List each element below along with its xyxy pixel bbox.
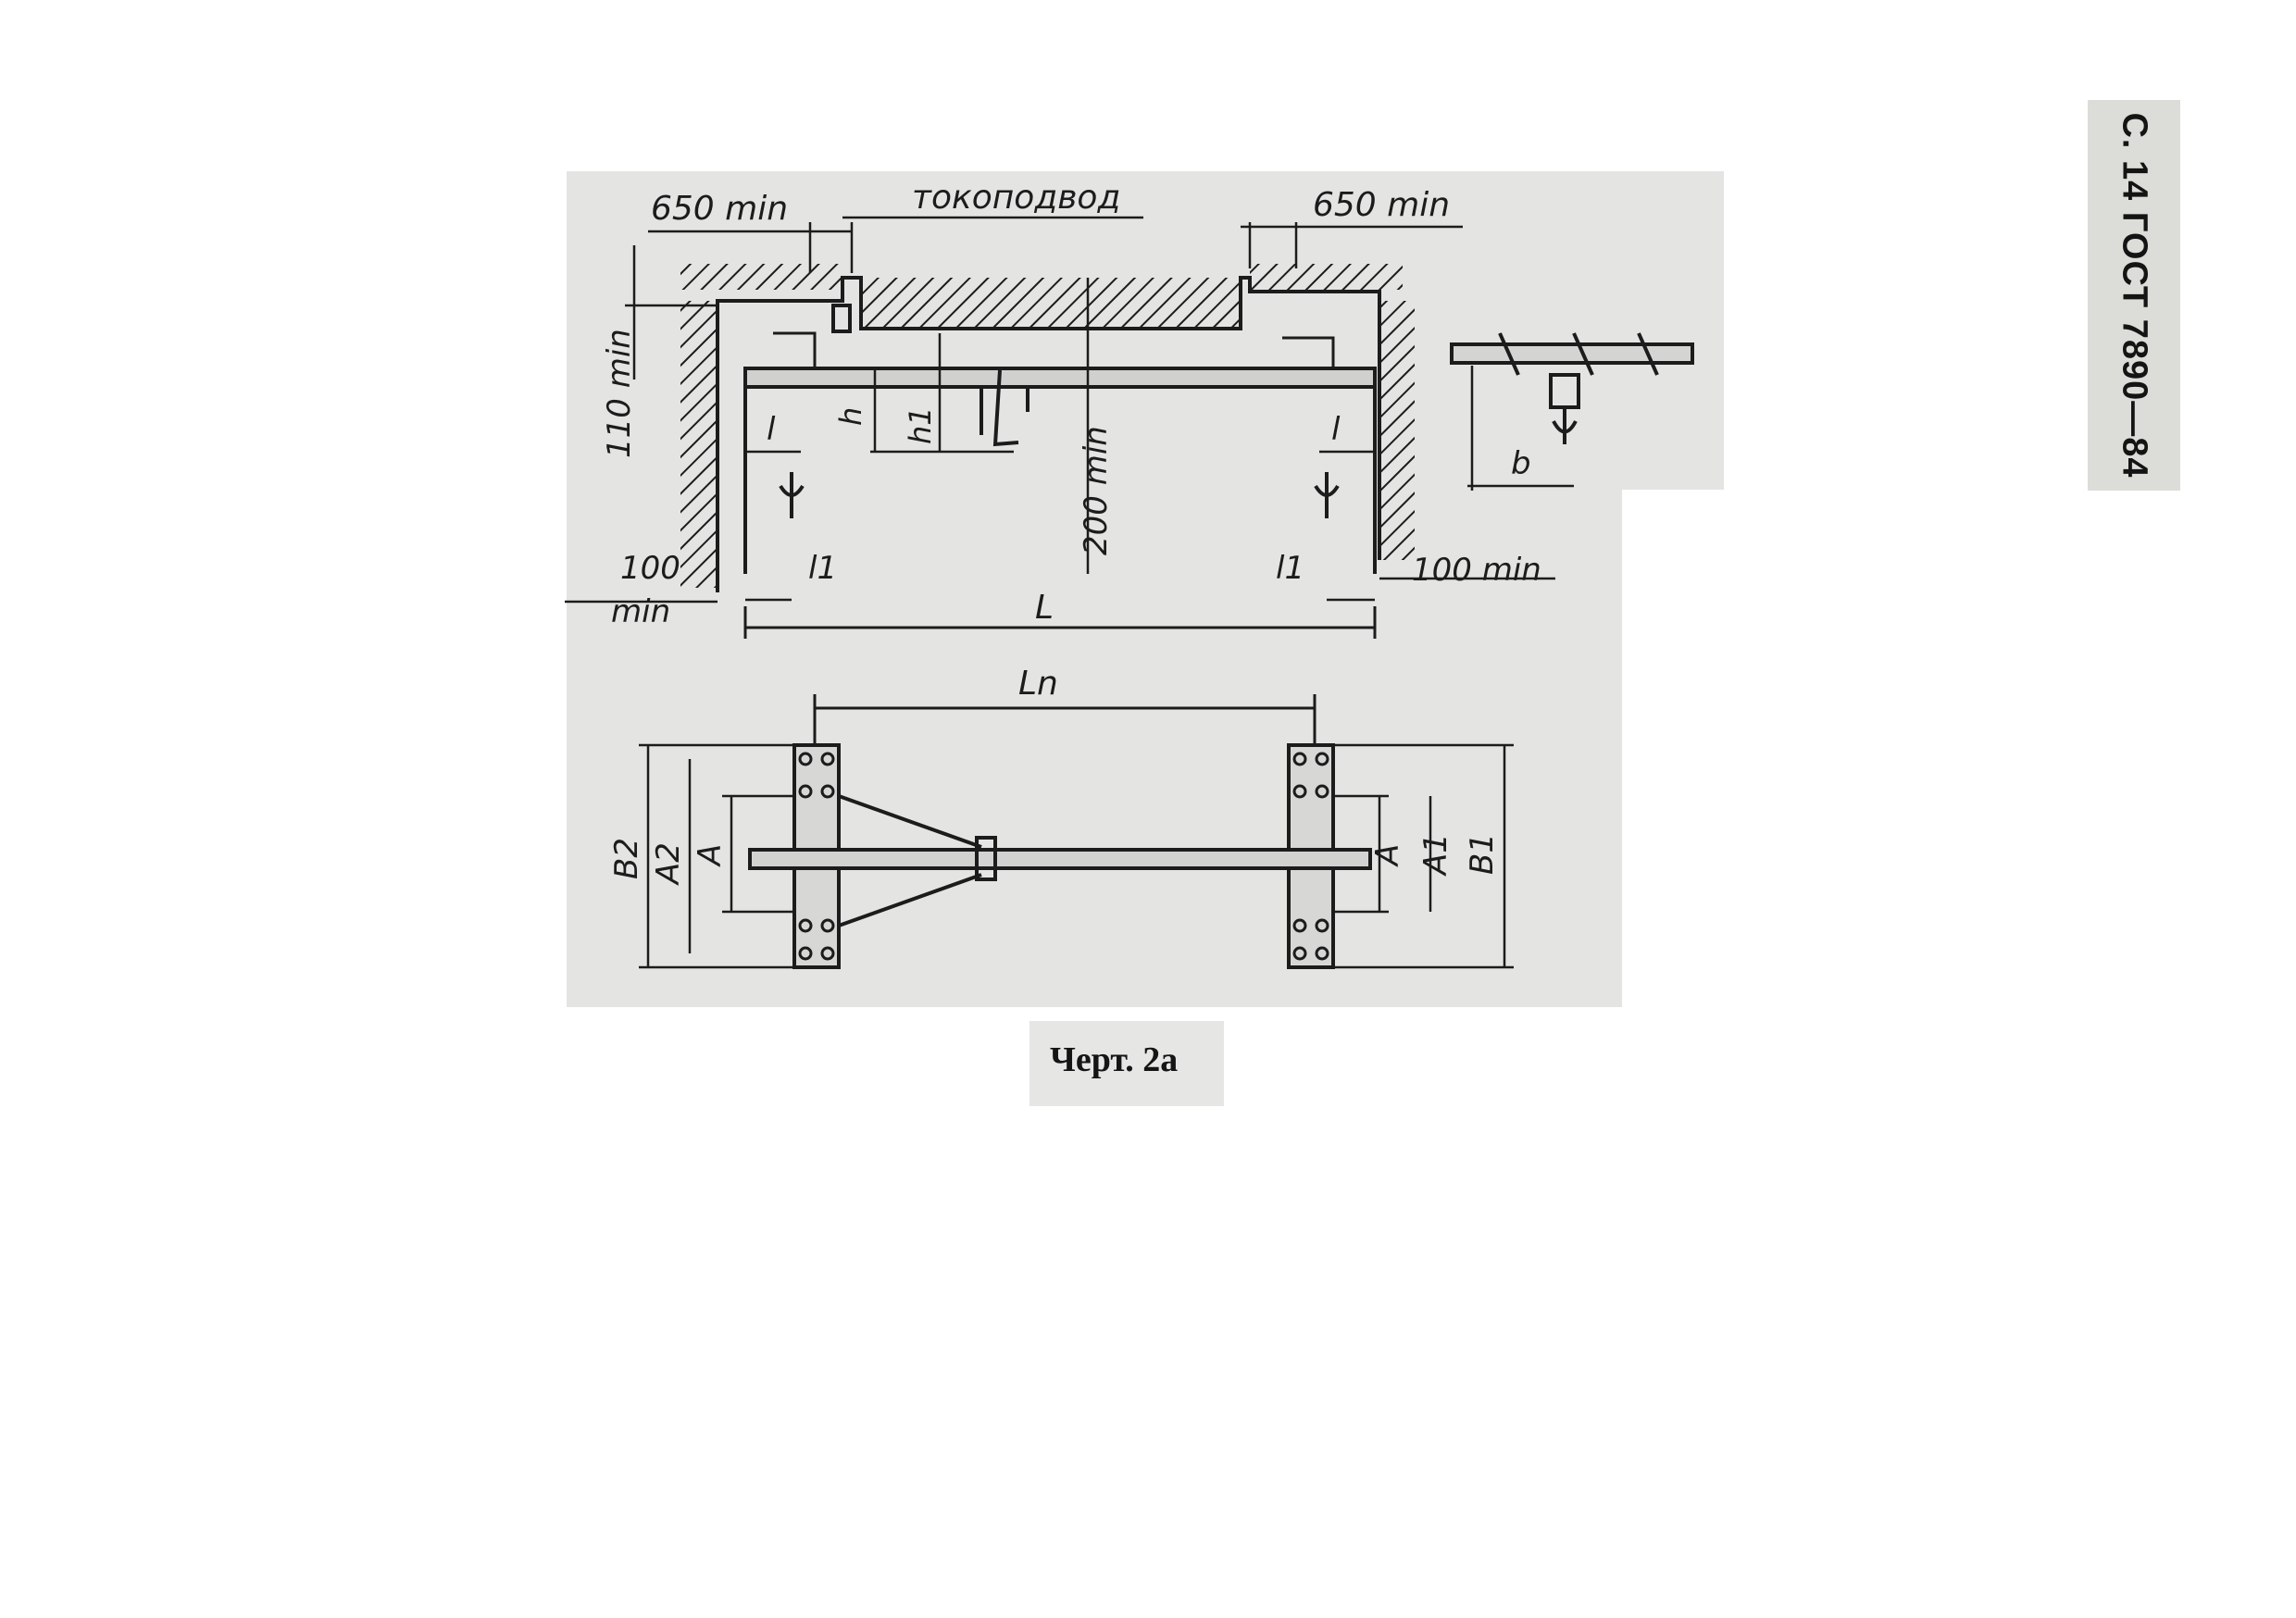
label-650-min-right: 650 min bbox=[1313, 186, 1450, 224]
building-outline bbox=[716, 276, 1381, 592]
dim-b bbox=[1467, 366, 1574, 491]
figure-caption: Черт. 2а bbox=[1029, 1021, 1224, 1106]
label-A2: A2 bbox=[650, 842, 687, 886]
power-supply-box bbox=[831, 304, 852, 333]
wall-hatch-right bbox=[1379, 301, 1415, 560]
plan-view bbox=[639, 694, 1514, 969]
crane-bridge-beam bbox=[743, 367, 1377, 389]
dim-650-left bbox=[648, 222, 854, 273]
label-A1: A1 bbox=[1417, 833, 1454, 877]
side-view-beam bbox=[1450, 342, 1694, 365]
label-h1: h1 bbox=[903, 406, 938, 444]
wall-hatch-left bbox=[680, 301, 718, 588]
label-650-min-left: 650 min bbox=[651, 190, 788, 228]
label-l-right: l bbox=[1331, 411, 1341, 448]
figure-caption-text: Черт. 2а bbox=[1050, 1040, 1179, 1079]
elevation-view bbox=[565, 216, 1555, 639]
label-100-left-top: 100 bbox=[620, 550, 680, 587]
label-power-supply: токоподвод bbox=[912, 179, 1120, 217]
label-200-min: 200 min bbox=[1078, 426, 1115, 555]
dim-B2 bbox=[639, 743, 794, 969]
label-L: L bbox=[1035, 589, 1054, 627]
dim-B1 bbox=[1333, 743, 1514, 969]
dim-h-h1 bbox=[870, 368, 1014, 454]
label-110-min: 110 min bbox=[601, 329, 638, 458]
side-view-wheels bbox=[1498, 332, 1659, 376]
page-header-text: С. 14 ГОСТ 7890—84 bbox=[2115, 112, 2154, 479]
label-b: b bbox=[1511, 445, 1531, 482]
crane-legs bbox=[743, 368, 1377, 574]
label-Ln: Ln bbox=[1018, 665, 1058, 703]
dim-110-min bbox=[625, 245, 718, 380]
truck-bolts bbox=[798, 752, 1329, 961]
label-l-left: l bbox=[767, 411, 776, 448]
dim-A-left bbox=[722, 794, 794, 914]
main-girder bbox=[748, 848, 1372, 870]
label-B2: B2 bbox=[608, 838, 645, 879]
bracing bbox=[838, 794, 997, 927]
ceiling-hatch-right bbox=[1250, 264, 1403, 290]
label-100-left-bottom: min bbox=[611, 593, 670, 630]
runway-rails bbox=[773, 331, 1335, 368]
dim-100-min bbox=[565, 577, 1555, 604]
label-h: h bbox=[833, 407, 868, 426]
dim-650-right bbox=[1241, 222, 1463, 268]
side-view-hook bbox=[1552, 407, 1578, 444]
label-A-right: A bbox=[1369, 844, 1406, 867]
hook-left bbox=[779, 472, 805, 518]
dim-Ln bbox=[813, 694, 1316, 750]
label-l1-left: l1 bbox=[808, 550, 837, 587]
label-100-min-right: 100 min bbox=[1412, 552, 1541, 589]
ceiling-hatch-center bbox=[861, 278, 1241, 329]
label-B1: B1 bbox=[1464, 833, 1501, 875]
ceiling-hatch-left bbox=[680, 264, 842, 290]
side-view-hoist bbox=[1549, 373, 1580, 409]
dim-L bbox=[743, 606, 1377, 639]
hoist-trolley bbox=[963, 369, 1029, 447]
label-l1-right: l1 bbox=[1276, 550, 1304, 587]
hook-right bbox=[1314, 472, 1340, 518]
label-A-left: A bbox=[692, 844, 729, 867]
page-header: С. 14 ГОСТ 7890—84 bbox=[2088, 100, 2180, 491]
dim-A-right bbox=[1333, 794, 1389, 914]
side-view bbox=[1450, 332, 1694, 491]
